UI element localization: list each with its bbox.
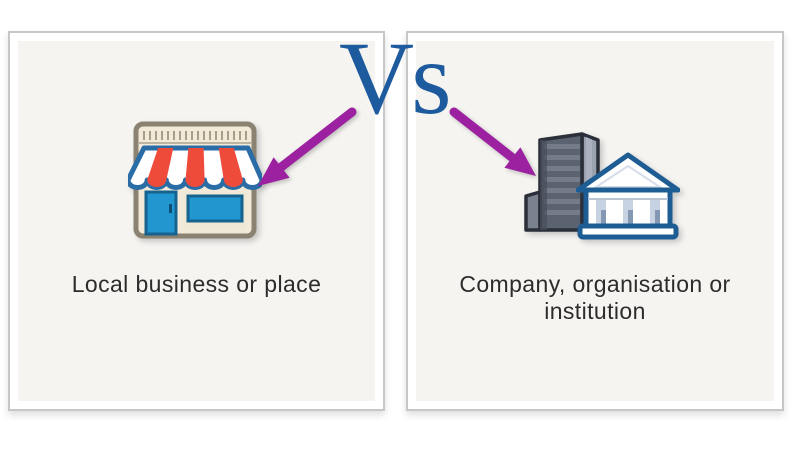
right-panel-label: Company, organisation or institution — [459, 271, 731, 324]
right-panel: Company, organisation or institution — [406, 31, 784, 411]
vs-title: Vs — [339, 21, 452, 136]
bank-icon — [576, 152, 680, 240]
left-panel-label: Local business or place — [71, 271, 322, 297]
left-panel: Local business or place — [8, 31, 385, 411]
storefront-icon — [128, 118, 262, 242]
